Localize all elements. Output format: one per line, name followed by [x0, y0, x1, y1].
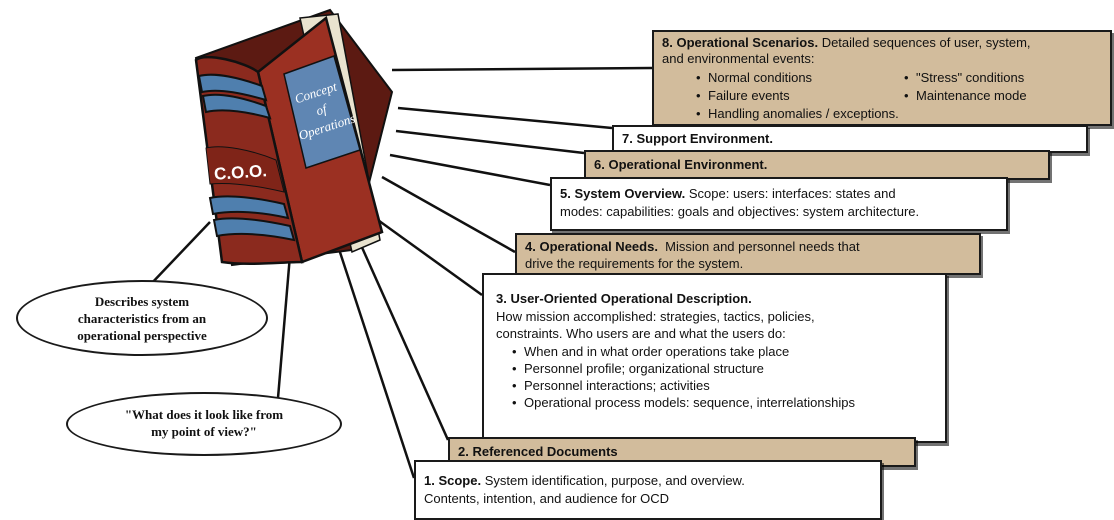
- section-text: constraints. Who users are and what the …: [496, 326, 786, 341]
- connector-line: [389, 153, 551, 187]
- section-support-environment: 7. Support Environment.: [612, 125, 1088, 153]
- section-title: 8. Operational Scenarios.: [662, 35, 819, 50]
- connector-line: [395, 129, 585, 155]
- section-text: Detailed sequences of user, system,: [821, 35, 1031, 50]
- bullet-item: Handling anomalies / exceptions.: [696, 106, 899, 122]
- section-text: drive the requirements for the system.: [525, 256, 744, 271]
- description-note: Describes system characteristics from an…: [16, 280, 268, 356]
- connector-line: [391, 66, 653, 72]
- note-line: operational perspective: [77, 328, 207, 343]
- section-operational-needs: 4. Operational Needs. Mission and person…: [515, 233, 981, 275]
- section-text: Mission and personnel needs that: [665, 239, 860, 254]
- bullet-item: Failure events: [696, 88, 790, 104]
- section-text: How mission accomplished: strategies, ta…: [496, 309, 815, 324]
- section-text: modes: capabilities: goals and objective…: [560, 204, 920, 219]
- section-title: 1. Scope.: [424, 473, 482, 488]
- section-title: 7. Support Environment.: [622, 131, 773, 146]
- section-scope: 1. Scope. System identification, purpose…: [414, 460, 882, 520]
- connector-line: [381, 175, 516, 254]
- note-line: characteristics from an: [77, 311, 207, 326]
- connector-line: [397, 106, 613, 130]
- section-text: Scope: users: interfaces: states and: [688, 186, 896, 201]
- section-title: 2. Referenced Documents: [458, 444, 618, 459]
- section-title: 3. User-Oriented Operational Description…: [496, 291, 752, 306]
- section-operational-scenarios: 8. Operational Scenarios. Detailed seque…: [652, 30, 1112, 126]
- section-user-oriented-description: 3. User-Oriented Operational Description…: [482, 273, 947, 443]
- section-system-overview: 5. System Overview. Scope: users: interf…: [550, 177, 1008, 231]
- note-line: my point of view?": [151, 424, 257, 439]
- connector-line: [276, 254, 292, 399]
- bullet-item: "Stress" conditions: [904, 70, 1024, 86]
- connector-line: [334, 239, 416, 479]
- section-operational-environment: 6. Operational Environment.: [584, 150, 1050, 180]
- connector-line: [350, 224, 450, 441]
- section-title: 5. System Overview.: [560, 186, 686, 201]
- bullet-item: Maintenance mode: [904, 88, 1027, 104]
- section-text: System identification, purpose, and over…: [484, 473, 745, 488]
- connector-line: [363, 208, 483, 297]
- bullet-item: When and in what order operations take p…: [512, 344, 789, 360]
- bullet-item: Normal conditions: [696, 70, 812, 86]
- note-line: "What does it look like from: [124, 407, 284, 422]
- section-text: Contents, intention, and audience for OC…: [424, 491, 669, 506]
- section-title: 6. Operational Environment.: [594, 157, 768, 172]
- bullet-item: Personnel profile; organizational struct…: [512, 361, 764, 377]
- section-text: and environmental events:: [662, 51, 815, 66]
- spine-label: C.O.O.: [213, 161, 267, 184]
- question-note: "What does it look like from my point of…: [66, 392, 342, 456]
- connector-line: [149, 221, 211, 286]
- note-line: Describes system: [94, 294, 190, 309]
- bullet-item: Personnel interactions; activities: [512, 378, 710, 394]
- bullet-item: Operational process models: sequence, in…: [512, 395, 855, 411]
- section-title: 4. Operational Needs.: [525, 239, 658, 254]
